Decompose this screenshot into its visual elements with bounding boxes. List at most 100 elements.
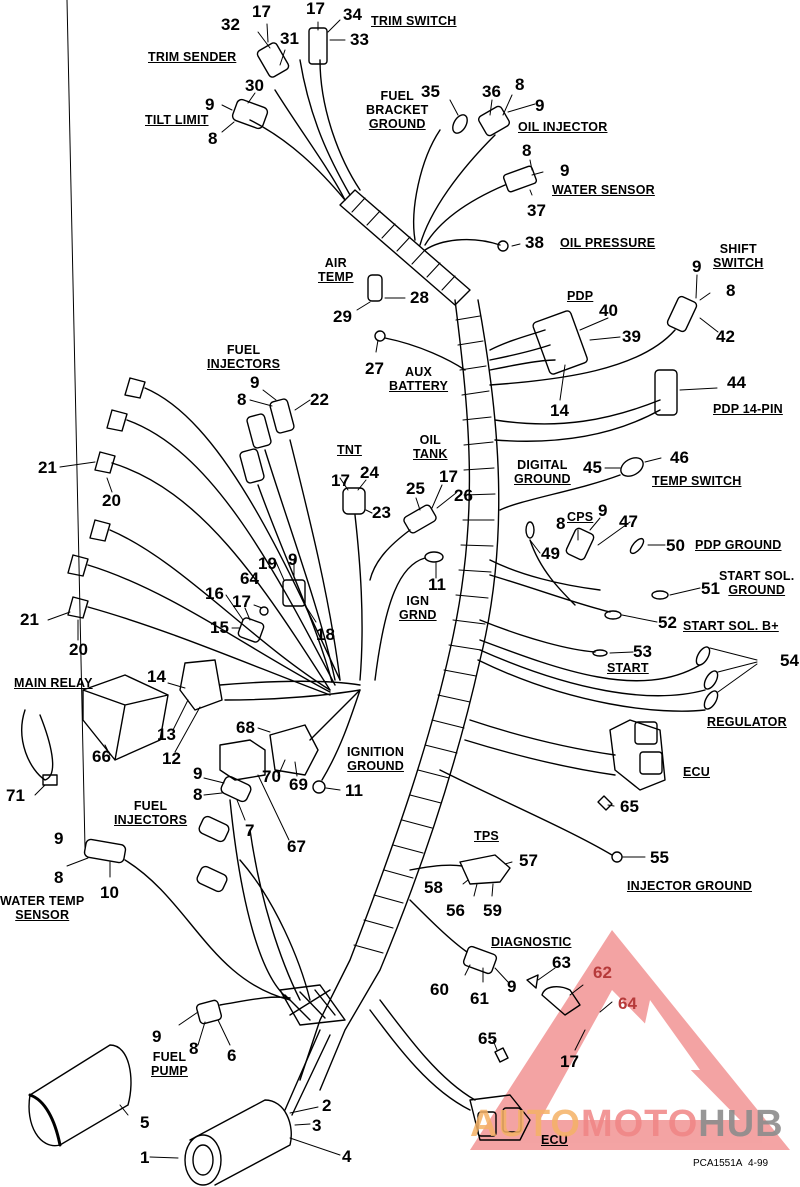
callout-10: 10 — [100, 883, 119, 902]
callout-9: 9 — [54, 829, 64, 848]
label-ignition-ground: IGNITION GROUND — [347, 745, 405, 773]
callout-39: 39 — [622, 327, 641, 346]
callout-35: 35 — [421, 82, 440, 101]
fuel-injector-connectors-lower — [196, 775, 252, 893]
callout-70: 70 — [262, 767, 281, 786]
label-air-temp: AIR TEMP — [318, 256, 354, 284]
screw-65-bottom — [494, 1047, 509, 1063]
callout-64: 64 — [240, 569, 259, 588]
callout-13: 13 — [157, 725, 176, 744]
callout-9: 9 — [288, 550, 298, 569]
callout-22: 22 — [310, 390, 329, 409]
label-ign-grnd: IGN GRND — [399, 594, 437, 622]
callout-66: 66 — [92, 747, 111, 766]
start-sol-ground-terminal — [651, 590, 669, 600]
watermark-triangle — [470, 930, 790, 1150]
temp-switch-connector — [499, 457, 644, 511]
callout-1: 1 — [140, 1148, 150, 1167]
label-trim-switch: TRIM SWITCH — [371, 14, 457, 28]
start-sol-b-terminal — [604, 610, 622, 620]
water-temp-sensor-connector — [83, 838, 291, 1001]
oil-tank-connector — [369, 504, 437, 581]
label-fuel-bracket-ground: FUEL BRACKET GROUND — [366, 89, 429, 131]
callout-23: 23 — [372, 503, 391, 522]
label-aux-battery: AUX BATTERY — [389, 365, 449, 393]
callout-30: 30 — [245, 76, 264, 95]
ecu-connector-right — [464, 719, 666, 791]
callout-60: 60 — [430, 980, 449, 999]
label-digital-ground: DIGITAL GROUND — [514, 458, 571, 486]
label-pdp: PDP — [567, 289, 594, 303]
callout-69: 69 — [289, 775, 308, 794]
spark-plug-cap-set-upper — [94, 377, 341, 691]
callout-17: 17 — [439, 467, 458, 486]
callout-9: 9 — [205, 95, 215, 114]
label-start: START — [607, 661, 649, 675]
callout-55: 55 — [650, 848, 669, 867]
callout-46: 46 — [670, 448, 689, 467]
callout-67: 67 — [287, 837, 306, 856]
callout-11: 11 — [428, 575, 446, 594]
upper-harness-wrap — [249, 59, 506, 306]
callout-57: 57 — [519, 851, 538, 870]
label-cps: CPS — [567, 510, 594, 524]
diagnostic-plug-62 — [541, 986, 581, 1016]
callout-21: 21 — [38, 458, 57, 477]
callout-51: 51 — [701, 579, 720, 598]
label-water-sensor: WATER SENSOR — [552, 183, 655, 197]
callout-44: 44 — [727, 373, 746, 392]
pdp-connector — [489, 310, 588, 375]
callout-68: 68 — [236, 718, 255, 737]
tnt-connector — [342, 487, 366, 681]
fuel-pump-connector — [195, 996, 291, 1025]
water-sensor-connector — [502, 165, 538, 193]
trim-sender-connector — [256, 42, 290, 78]
callout-12: 12 — [162, 749, 181, 768]
label-pdp-ground: PDP GROUND — [695, 538, 782, 552]
callout-14: 14 — [147, 667, 166, 686]
cable-tie — [21, 709, 58, 786]
callout-2: 2 — [322, 1096, 332, 1115]
oil-injector-connector — [478, 105, 510, 137]
leader-lines — [34, 0, 758, 1159]
relay-cube — [219, 739, 266, 781]
air-temp-connector — [367, 274, 383, 302]
callout-8: 8 — [189, 1039, 199, 1058]
callout-64: 64 — [618, 994, 637, 1013]
pdp-14-pin-connector — [494, 369, 678, 442]
callout-8: 8 — [522, 141, 532, 160]
tilt-limit-connector — [231, 98, 269, 130]
callout-54: 54 — [780, 651, 799, 670]
callout-9: 9 — [535, 96, 545, 115]
callout-63: 63 — [552, 953, 571, 972]
ignition-ground-terminal — [312, 689, 361, 794]
trim-switch-connector — [308, 27, 328, 65]
callout-9: 9 — [250, 373, 260, 392]
callout-11: 11 — [345, 781, 363, 800]
callout-3: 3 — [312, 1116, 322, 1135]
regulator-terminals — [477, 639, 719, 712]
ecu-connector-bottom — [369, 999, 531, 1141]
label-tps: TPS — [474, 829, 499, 843]
callout-56: 56 — [446, 901, 465, 920]
connector-18 — [282, 579, 306, 607]
callout-14: 14 — [550, 401, 569, 420]
callout-40: 40 — [599, 301, 618, 320]
watermark-moto: MOTO — [580, 1103, 699, 1145]
relay-socket-secondary — [269, 724, 319, 776]
label-tilt-limit: TILT LIMIT — [145, 113, 209, 127]
callout-9: 9 — [507, 977, 517, 996]
callout-31: 31 — [280, 29, 299, 48]
relay-socket-main — [179, 659, 223, 711]
callout-58: 58 — [424, 878, 443, 897]
callout-8: 8 — [193, 785, 203, 804]
callout-32: 32 — [221, 15, 240, 34]
callout-6: 6 — [227, 1046, 237, 1065]
label-main-relay: MAIN RELAY — [14, 676, 93, 690]
callout-29: 29 — [333, 307, 352, 326]
callout-8: 8 — [726, 281, 736, 300]
callout-45: 45 — [583, 458, 602, 477]
label-oil-pressure: OIL PRESSURE — [560, 236, 656, 250]
